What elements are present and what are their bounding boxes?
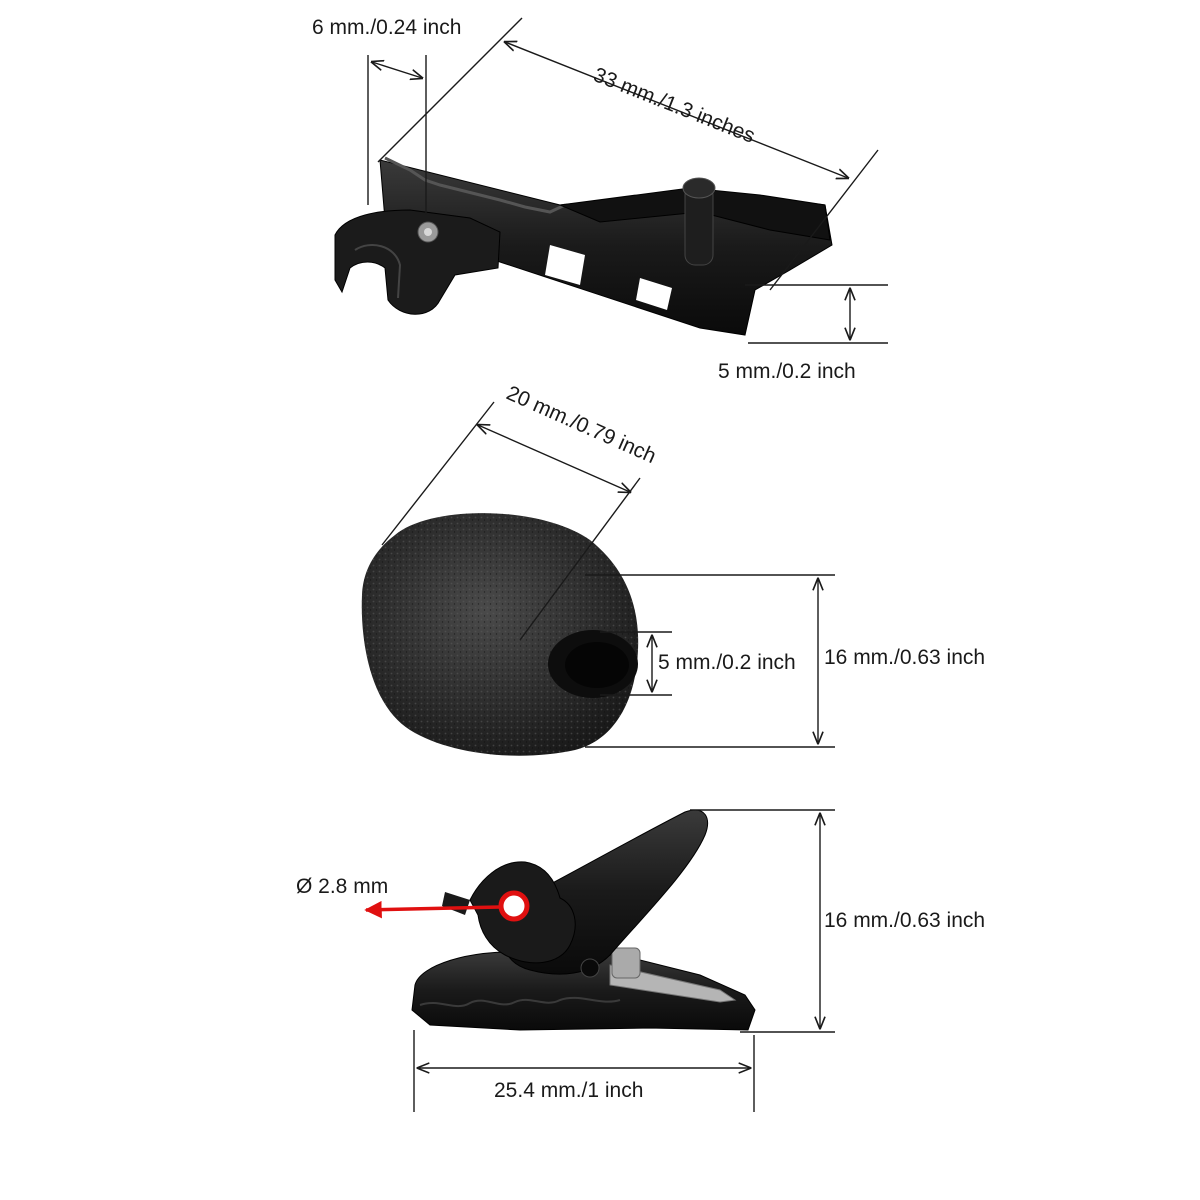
foam-height-label: 16 mm./0.63 inch bbox=[824, 646, 985, 669]
foam-windscreen: 20 mm./0.79 inch 5 mm./0.2 inch 16 mm./0… bbox=[361, 382, 985, 756]
top-clip-jaw-width-label: 6 mm./0.24 inch bbox=[312, 16, 461, 39]
bottom-tie-clip: Ø 2.8 mm 16 mm./0.63 inch 25.4 mm./1 inc… bbox=[296, 809, 985, 1112]
top-clip-jaw bbox=[334, 209, 501, 315]
top-clip-slot-2 bbox=[636, 278, 672, 310]
bottom-clip-hole-arrow bbox=[364, 900, 501, 919]
top-clip-slot-1 bbox=[545, 245, 585, 285]
foam-length-label: 20 mm./0.79 inch bbox=[503, 382, 660, 469]
bottom-clip-height-label: 16 mm./0.63 inch bbox=[824, 909, 985, 932]
bottom-clip-hole-marker bbox=[498, 890, 530, 922]
top-clip-thickness-label: 5 mm./0.2 inch bbox=[718, 360, 856, 383]
bottom-clip-spring bbox=[609, 964, 737, 1003]
bottom-clip-hole-diameter-label: Ø 2.8 mm bbox=[296, 875, 388, 898]
foam-hole-label: 5 mm./0.2 inch bbox=[658, 651, 796, 674]
top-clip-ridge bbox=[384, 156, 566, 214]
bottom-clip-length-label: 25.4 mm./1 inch bbox=[494, 1079, 643, 1102]
top-clip-length-label: 33 mm./1.3 inches bbox=[590, 63, 758, 148]
top-tie-clip: 6 mm./0.24 inch 33 mm./1.3 inches 5 mm./… bbox=[312, 16, 888, 383]
